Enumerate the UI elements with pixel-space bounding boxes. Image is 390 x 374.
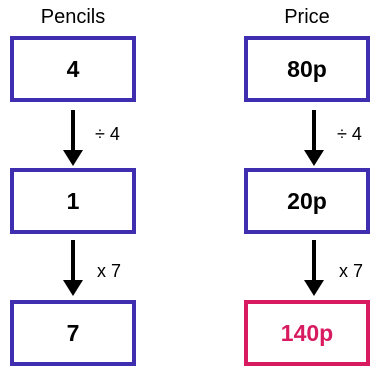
pencils-header: Pencils — [40, 6, 106, 28]
price-box-2: 20p — [244, 168, 370, 234]
pencils-box-2: 1 — [10, 168, 136, 234]
pencils-arrow-1 — [63, 110, 83, 166]
price-arrow-1 — [304, 110, 324, 166]
pencils-box-3: 7 — [10, 300, 136, 366]
price-operation-2: x 7 — [339, 261, 364, 281]
pencils-operation-2: x 7 — [97, 261, 122, 281]
pencils-arrow-2 — [63, 240, 83, 296]
price-value-1: 80p — [287, 55, 327, 82]
pencils-operation-1: ÷ 4 — [95, 124, 120, 144]
price-box-1: 80p — [244, 36, 370, 102]
pencils-box-1: 4 — [10, 36, 136, 102]
price-header: Price — [284, 6, 330, 28]
price-box-3: 140p — [244, 300, 370, 366]
price-operation-1: ÷ 4 — [337, 124, 362, 144]
price-arrow-2 — [304, 240, 324, 296]
pencils-value-1: 4 — [66, 55, 80, 82]
price-value-2: 20p — [287, 187, 327, 214]
pencils-value-3: 7 — [66, 319, 80, 346]
pencils-value-2: 1 — [66, 187, 80, 214]
price-value-3: 140p — [280, 319, 334, 346]
